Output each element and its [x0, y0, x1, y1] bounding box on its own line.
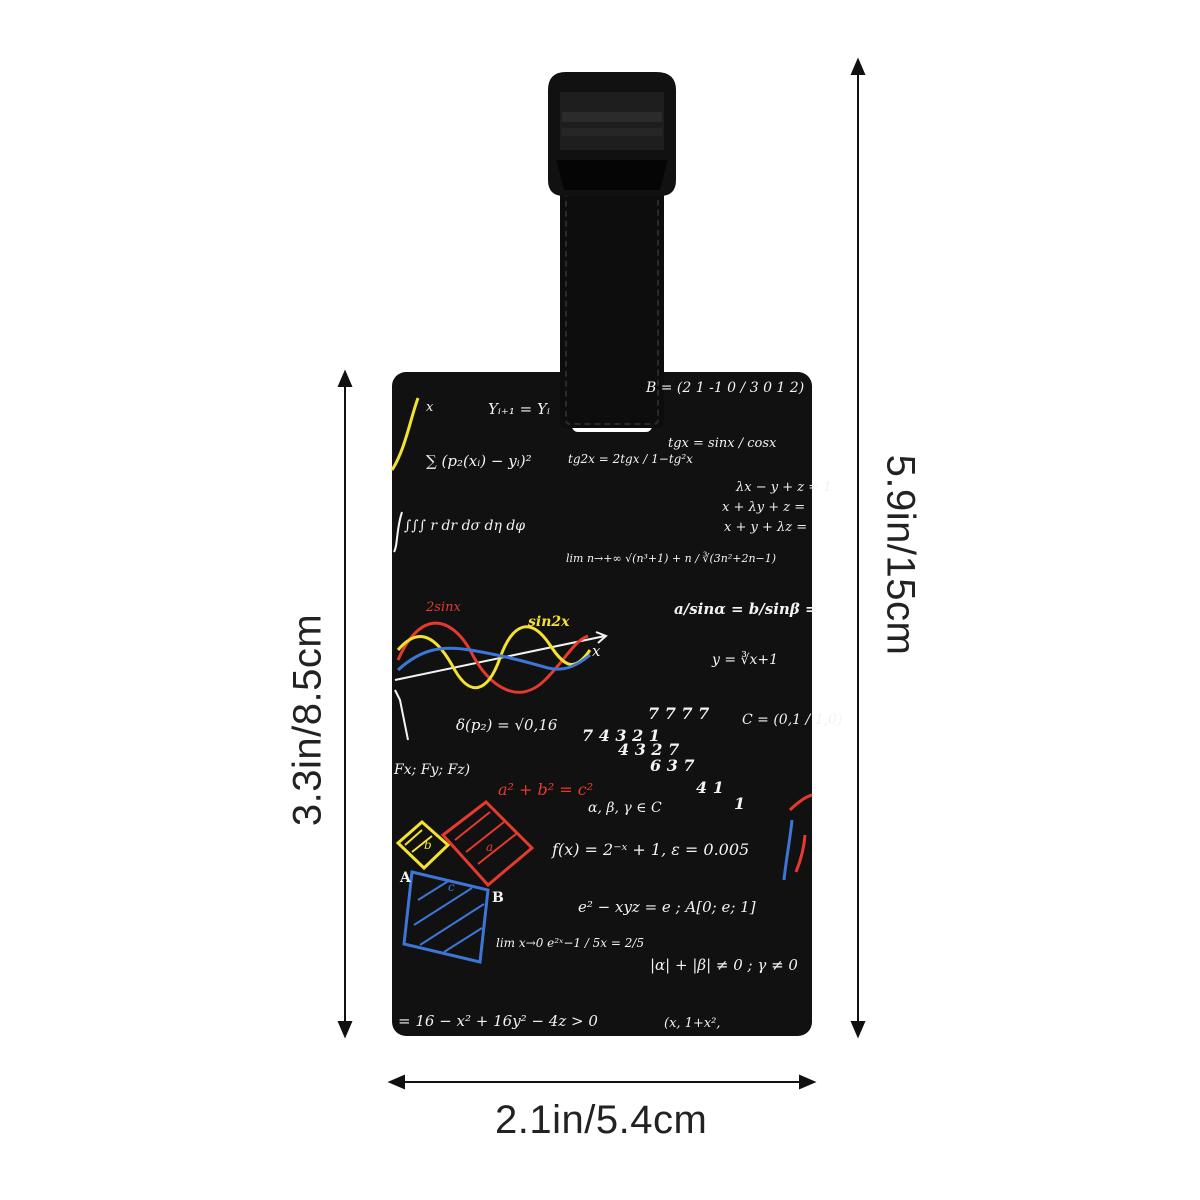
- matrix-b-text: B = (2 1 -1 0 / 3 0 1 2): [646, 380, 805, 396]
- width-label: 2.1in/5.4cm: [495, 1098, 708, 1142]
- bottom-eq2-text: (x, 1+x²,: [664, 1016, 721, 1031]
- tag-card: [392, 372, 812, 1036]
- limit2-text: lim x→0 e²ˣ−1 / 5x = 2/5: [496, 936, 645, 950]
- abs-ineq-text: |α| + |β| ≠ 0 ; γ ≠ 0: [650, 956, 798, 974]
- numbers-row-3: 4 3 2 7: [618, 740, 680, 759]
- numbers-row-4: 6 3 7: [650, 756, 695, 775]
- sin2x-label: sin2x: [528, 614, 570, 630]
- sine-graph: [394, 621, 608, 741]
- delta-text: δ(p₂) = √0,16: [456, 716, 558, 734]
- pythagoras-text: a² + b² = c²: [498, 780, 594, 799]
- y-next-text: Yᵢ₊₁ = Yᵢ: [488, 400, 550, 418]
- fx-text: f(x) = 2⁻ˣ + 1, ε = 0.005: [552, 840, 750, 859]
- square-label-a: a: [486, 840, 494, 854]
- total-height-arrow: [850, 57, 866, 1039]
- card-height-arrow: [337, 369, 353, 1039]
- c-vector-text: C = (0,1 / 1,0): [742, 712, 843, 728]
- system-line-2: x + λy + z =: [722, 500, 806, 515]
- integral-signs: [393, 511, 403, 553]
- square-label-b: b: [424, 838, 432, 852]
- two-sinx-label: 2sinx: [426, 600, 461, 615]
- strap: [548, 72, 676, 428]
- pythagoras-squares: [395, 800, 535, 964]
- numbers-row-5: 4 1: [696, 778, 724, 797]
- forces-text: Fx; Fy; Fz): [394, 762, 471, 778]
- numbers-row-6: 1: [734, 794, 746, 813]
- numbers-row-1: 7 7 7 7: [648, 704, 710, 723]
- system-line-1: λx − y + z = 1: [736, 480, 832, 495]
- width-arrow: [387, 1074, 817, 1090]
- bottom-eq-text: = 16 − x² + 16y² − 4z > 0: [398, 1012, 598, 1030]
- greek-text: α, β, γ ∈ C: [588, 800, 662, 816]
- integral-text: ∫∫∫ r dr dσ dη dφ: [404, 518, 526, 534]
- limit1-text: lim n→+∞ √(n³+1) + n / ∛(3n²+2n−1): [566, 552, 777, 565]
- numbers-row-2: 7 4 3 2 1: [582, 726, 660, 745]
- yellow-arc: [390, 397, 420, 471]
- square-label-c: c: [448, 880, 455, 894]
- tg2x-text: tg2x = 2tgx / 1−tg²x: [568, 452, 693, 466]
- sum-text: ∑ (p₂(xᵢ) − yᵢ)²: [426, 452, 532, 470]
- label-a: A: [400, 870, 411, 886]
- x-axis-label: x: [592, 642, 601, 660]
- tgx-text: tgx = sinx / cosx: [668, 436, 777, 451]
- system-line-3: x + y + λz =: [724, 520, 808, 535]
- cbrt-text: y = ∛x+1: [712, 652, 778, 668]
- x-top-text: x: [426, 400, 434, 415]
- right-arcs: [788, 793, 813, 812]
- label-b: B: [492, 890, 504, 906]
- exp-eq-text: e² − xyz = e ; A[0; e; 1]: [578, 898, 756, 916]
- sine-law-text: a/sinα = b/sinβ =: [674, 600, 818, 618]
